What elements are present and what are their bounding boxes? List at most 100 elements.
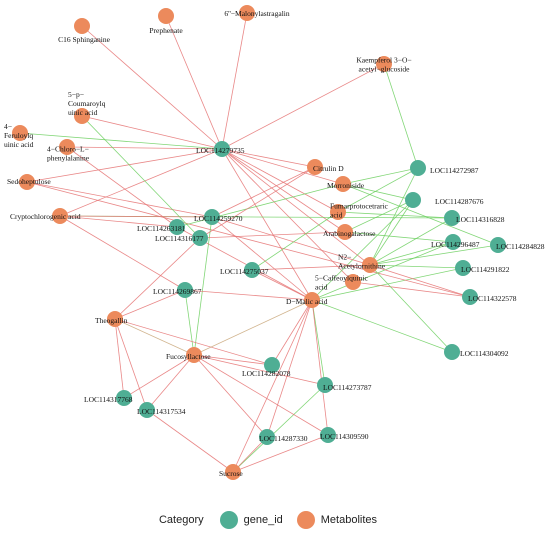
edge-g2-m10 bbox=[342, 167, 419, 185]
node-label: Prephenate bbox=[149, 26, 183, 35]
metabolite-node-m19: Sucrose bbox=[219, 464, 243, 480]
legend-item-metabolite: Metabolites bbox=[296, 511, 377, 529]
edge-g5-m16 bbox=[311, 241, 454, 301]
gene-node-g5: LOC114296487 bbox=[431, 234, 480, 250]
gene-node-g9: LOC114304092 bbox=[444, 344, 509, 360]
node-circle bbox=[169, 219, 185, 235]
metabolite-node-m10: Morroniside bbox=[327, 176, 365, 192]
edge-layer bbox=[19, 12, 499, 473]
node-circle bbox=[74, 18, 90, 34]
gene-node-g3: LOC114287676 bbox=[405, 192, 484, 208]
edge-g12-m12 bbox=[199, 231, 346, 239]
node-label: Arabinogalactose bbox=[323, 229, 376, 238]
gene-node-g15: LOC114282078 bbox=[242, 357, 291, 378]
edge-g4-m14 bbox=[369, 217, 453, 266]
node-label: LOC114273787 bbox=[323, 383, 372, 392]
node-label: LOC114322578 bbox=[468, 294, 517, 303]
edge-g1-m15 bbox=[221, 148, 354, 283]
edge-g1-m10 bbox=[221, 148, 344, 185]
node-circle bbox=[177, 282, 193, 298]
edge-g1-m5 bbox=[81, 115, 223, 150]
edge-g10-m8 bbox=[26, 181, 213, 218]
edge-g2-m11 bbox=[337, 167, 419, 213]
edge-g1-m2 bbox=[165, 15, 223, 150]
edge-g1-m6 bbox=[19, 132, 223, 150]
node-circle bbox=[307, 159, 323, 175]
node-circle bbox=[186, 347, 202, 363]
gene-node-g1: LOC114279735 bbox=[196, 141, 245, 157]
edge-g9-m14 bbox=[369, 264, 453, 353]
node-label: D−Malic acid bbox=[286, 297, 328, 306]
metabolite-node-m16: D−Malic acid bbox=[286, 292, 328, 308]
edge-g19-m18 bbox=[193, 354, 268, 438]
gene-node-g13: LOC114275037 bbox=[220, 262, 269, 278]
gene-node-g4: LOC114316828 bbox=[444, 210, 505, 226]
node-layer: C16 SphinganinePrephenate6''−Malonylastr… bbox=[4, 5, 545, 480]
node-label: LOC114296487 bbox=[431, 240, 480, 249]
gene-node-g6: LOC114284828 bbox=[490, 237, 545, 253]
edge-g16-m18 bbox=[193, 354, 326, 386]
edge-g6-m14 bbox=[369, 244, 499, 266]
edge-g12-m5 bbox=[81, 115, 201, 239]
node-label: Kaempferol 3−O−acetyl−glucoside bbox=[356, 56, 411, 74]
node-circle bbox=[335, 176, 351, 192]
node-circle bbox=[107, 311, 123, 327]
node-circle bbox=[52, 208, 68, 224]
edge-g13-m14 bbox=[251, 264, 371, 271]
node-label: LOC114275037 bbox=[220, 267, 269, 276]
node-circle bbox=[192, 230, 208, 246]
node-circle bbox=[405, 192, 421, 208]
node-label: Theogallin bbox=[95, 316, 128, 325]
node-circle bbox=[304, 292, 320, 308]
edge-g2-m4 bbox=[383, 63, 419, 169]
edge-g10-m16 bbox=[211, 216, 313, 301]
node-circle bbox=[158, 8, 174, 24]
node-circle bbox=[204, 209, 220, 225]
edge-g2-m14 bbox=[369, 167, 419, 266]
edge-g8-m14 bbox=[369, 264, 471, 298]
node-label: Cryptochlorogenic acid bbox=[10, 212, 81, 221]
node-circle bbox=[317, 377, 333, 393]
node-circle bbox=[74, 108, 90, 124]
metabolite-node-m7: 4−Chloro−L−phenylalanine bbox=[47, 139, 90, 163]
node-label: LOC114284828 bbox=[496, 242, 545, 251]
gene-node-g2: LOC114272987 bbox=[410, 160, 479, 176]
edge-g1-m12 bbox=[221, 148, 346, 233]
edge-g18-m18 bbox=[146, 354, 195, 411]
edge-g10-m18 bbox=[193, 216, 213, 356]
node-circle bbox=[19, 174, 35, 190]
node-circle bbox=[376, 56, 392, 72]
node-circle bbox=[239, 5, 255, 21]
gene-node-g10: LOC114259270 bbox=[194, 209, 243, 225]
edge-g1-m3 bbox=[221, 12, 248, 150]
node-label: LOC114259270 bbox=[194, 214, 243, 223]
node-circle bbox=[445, 234, 461, 250]
node-label: LOC114272987 bbox=[430, 166, 479, 175]
edge-m16-m18 bbox=[193, 299, 313, 356]
node-circle bbox=[337, 224, 353, 240]
edge-g1-m1 bbox=[81, 25, 223, 150]
metabolite-node-m2: Prephenate bbox=[149, 8, 183, 35]
edge-g20-m16 bbox=[311, 299, 329, 436]
node-label: LOC114287676 bbox=[435, 197, 484, 206]
node-label: Sedoheptulose bbox=[7, 177, 51, 186]
edge-g17-m17 bbox=[114, 318, 125, 399]
node-circle bbox=[139, 402, 155, 418]
edge-g12-m17 bbox=[114, 237, 201, 320]
edge-g14-m17 bbox=[114, 289, 186, 320]
edge-g12-m9 bbox=[199, 166, 316, 239]
edge-g19-m19 bbox=[232, 436, 268, 473]
node-label: 4−Chloro−L−phenylalanine bbox=[47, 145, 90, 163]
edge-g3-m16 bbox=[311, 199, 414, 301]
node-circle bbox=[59, 139, 75, 155]
node-circle bbox=[12, 125, 28, 141]
legend: Category gene_id Metabolites bbox=[0, 506, 550, 534]
node-label: LOC114317768 bbox=[84, 395, 133, 404]
